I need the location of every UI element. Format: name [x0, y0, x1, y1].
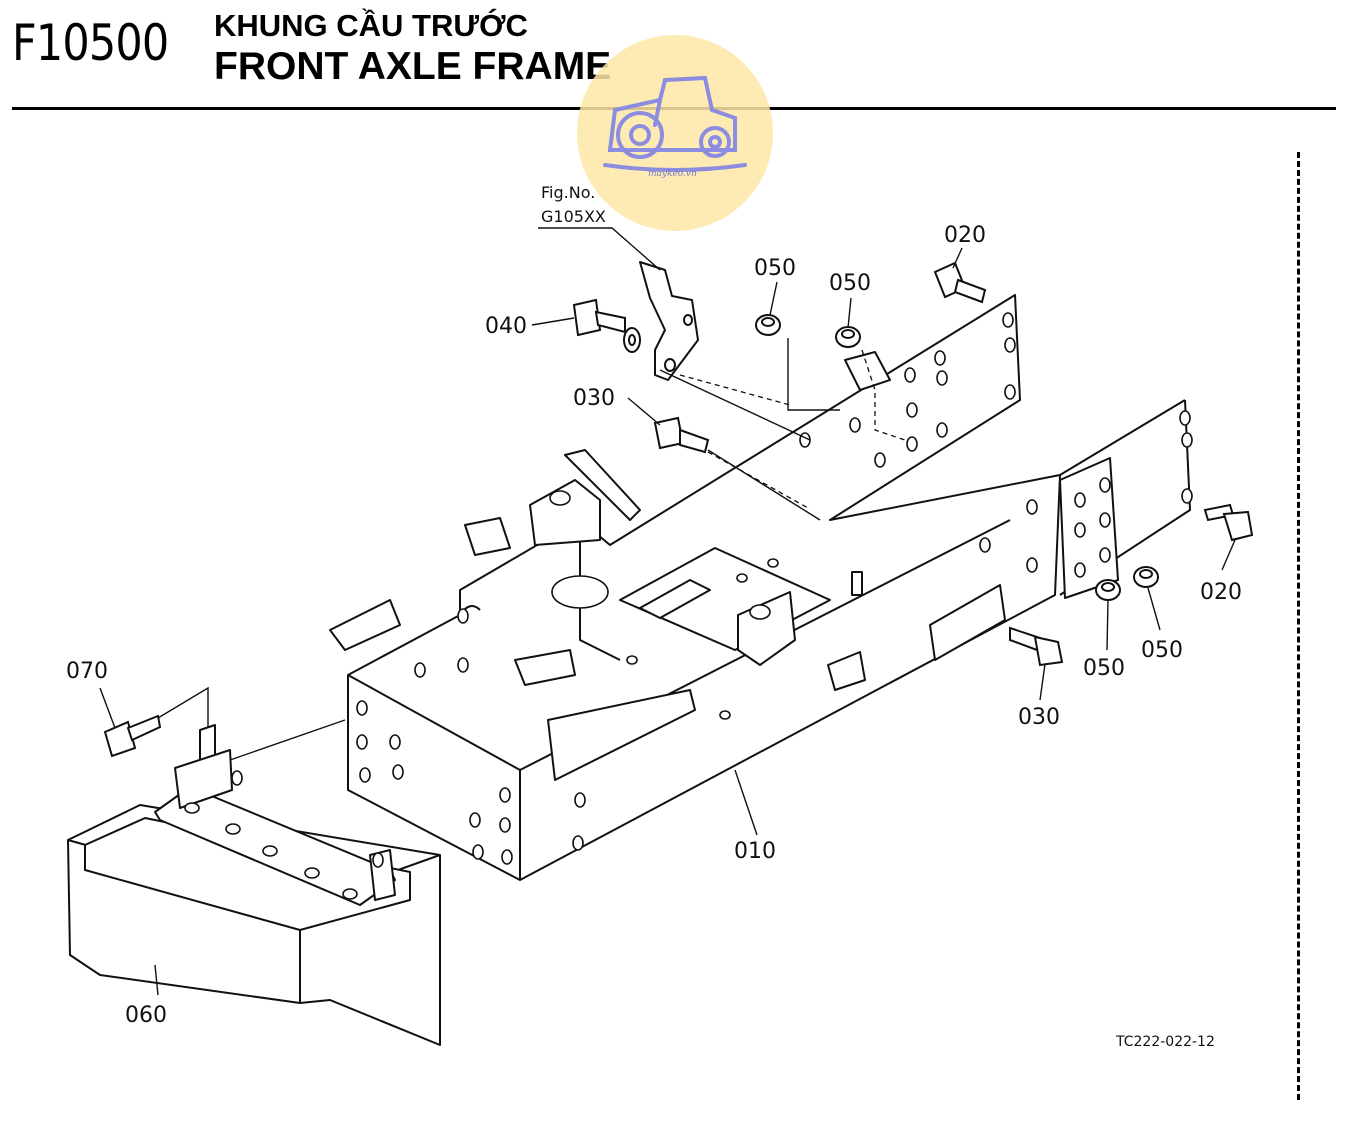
frame-holes: [356, 312, 1193, 865]
bolt-030-upper: [653, 416, 710, 454]
callout-010: 010: [734, 839, 776, 864]
callout-020-top: 020: [944, 223, 986, 248]
figure-ref-line1: Fig.No.: [541, 183, 595, 202]
watermark: maykeo.vn: [577, 35, 773, 231]
figure-ref-line2: G105XX: [541, 207, 606, 226]
section-title-english: FRONT AXLE FRAME: [214, 45, 612, 88]
bolt-040: [572, 298, 641, 353]
bolt-070: [103, 714, 162, 758]
bolt-030-lower: [1009, 626, 1064, 667]
referenced-bracket-part: [639, 261, 699, 381]
callout-030-upper: 030: [573, 386, 615, 411]
bolt-020-top: [933, 261, 987, 304]
catalog-section-code: F10500: [12, 14, 169, 72]
hidden-lines: [679, 349, 906, 509]
callout-040: 040: [485, 314, 527, 339]
callout-050-d: 050: [1141, 638, 1183, 663]
page-fold-line: [1297, 152, 1300, 1100]
collars-050: [755, 314, 1159, 601]
callout-020-right: 020: [1200, 580, 1242, 605]
front-weight-bracket-part: [67, 724, 441, 1046]
bolt-020-right: [1203, 503, 1254, 542]
callout-060: 060: [125, 1003, 167, 1028]
callout-030-lower: 030: [1018, 705, 1060, 730]
front-axle-frame-part: [329, 294, 1191, 881]
callout-050-a: 050: [754, 256, 796, 281]
bracket-holes: [184, 770, 384, 900]
drawing-reference-number: TC222-022-12: [1115, 1034, 1215, 1050]
callout-070: 070: [66, 659, 108, 684]
section-title-vietnamese: KHUNG CẦU TRƯỚC: [214, 8, 528, 43]
callout-050-b: 050: [829, 271, 871, 296]
watermark-text: maykeo.vn: [648, 169, 697, 179]
tractor-icon: [603, 75, 747, 172]
leader-lines: [99, 227, 1236, 996]
callout-050-c: 050: [1083, 656, 1125, 681]
